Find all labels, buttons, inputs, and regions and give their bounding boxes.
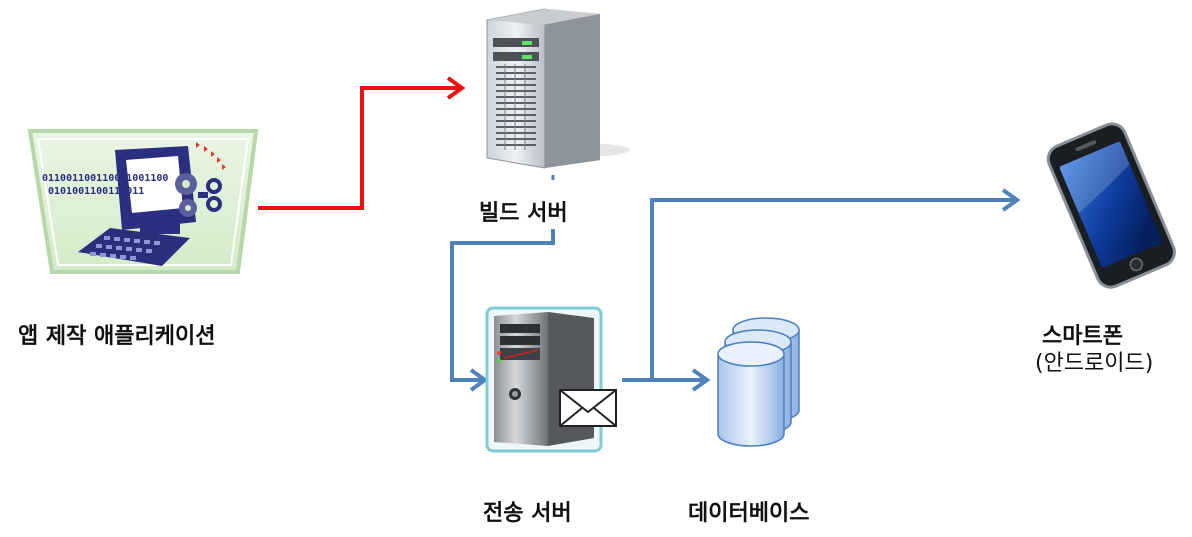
smartphone-icon <box>1046 122 1176 289</box>
app-label: 앱 제작 애플리케이션 <box>18 324 216 349</box>
transfer-server-label: 전송 서버 <box>483 501 572 526</box>
mail-server-icon <box>485 306 603 453</box>
computer-illustration-icon: 011001100110011001100 0101001100110011 <box>27 129 259 274</box>
database-label: 데이터베이스 <box>688 501 810 526</box>
arrow-build-to-transfer <box>450 175 555 392</box>
envelope-icon <box>559 389 617 427</box>
build-server-label: 빌드 서버 <box>479 201 568 226</box>
arrow-transfer-to-smartphone <box>650 188 1021 380</box>
tower-server-icon <box>486 8 630 169</box>
arrow-app-to-build <box>258 76 466 210</box>
code-line-2: 0101001100110011 <box>48 186 144 197</box>
arrow-transfer-to-database <box>622 368 711 392</box>
database-icon <box>717 317 800 447</box>
smartphone-sublabel: (안드로이드) <box>1035 351 1154 376</box>
smartphone-label: 스마트폰 <box>1042 324 1123 349</box>
code-line-1: 011001100110011001100 <box>42 173 168 184</box>
